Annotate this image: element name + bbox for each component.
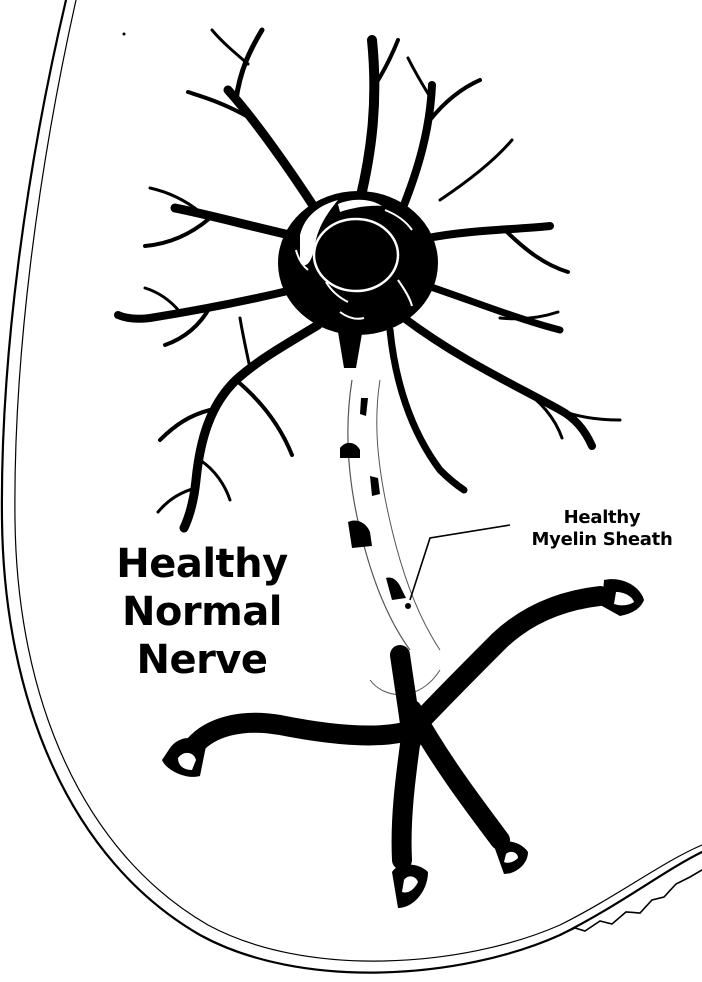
dendrite xyxy=(200,460,230,500)
dendrite xyxy=(184,325,318,528)
myelin-segment xyxy=(348,520,372,548)
dendrite xyxy=(402,85,432,210)
border-curve-inner xyxy=(15,0,702,961)
axon-terminal-branch xyxy=(412,710,500,840)
dendrite xyxy=(212,30,248,64)
dendrite xyxy=(430,80,480,120)
axon-hillock xyxy=(336,320,364,368)
main-label: Healthy Normal Nerve xyxy=(104,540,300,684)
dendrite xyxy=(505,230,568,272)
callout-leader-line xyxy=(410,525,510,600)
axon-terminal-branch xyxy=(412,596,600,730)
dendrite xyxy=(428,226,550,238)
cell-body xyxy=(278,191,438,335)
dendrite xyxy=(404,318,592,446)
stray-mark xyxy=(123,33,126,36)
myelin-segment xyxy=(370,476,380,496)
main-label-line-2: Normal xyxy=(104,588,300,636)
dendrite xyxy=(240,318,250,368)
myelin-outline xyxy=(348,380,410,650)
myelin-sheath xyxy=(340,380,440,695)
dendrite xyxy=(408,58,432,100)
main-label-line-3: Nerve xyxy=(104,636,300,684)
dendrite xyxy=(360,40,374,200)
dendrite xyxy=(236,380,292,455)
axon-terminal-branch xyxy=(195,723,412,745)
nucleus xyxy=(320,224,392,286)
dendrite xyxy=(145,218,210,246)
main-label-line-1: Healthy xyxy=(104,540,300,588)
callout-line-2: Myelin Sheath xyxy=(502,529,702,551)
myelin-segment xyxy=(386,578,406,601)
myelin-node xyxy=(405,603,411,609)
dendrite xyxy=(440,140,512,200)
callout-line-1: Healthy xyxy=(502,507,702,529)
border-ragged-edge xyxy=(560,870,702,935)
dendrite xyxy=(228,90,316,210)
myelin-segment xyxy=(340,443,360,458)
myelin-callout-label: Healthy Myelin Sheath xyxy=(502,507,702,551)
dendrite xyxy=(425,285,560,330)
axon-terminal-branch xyxy=(402,730,412,860)
myelin-segment xyxy=(360,398,368,416)
dendrite xyxy=(145,288,180,312)
